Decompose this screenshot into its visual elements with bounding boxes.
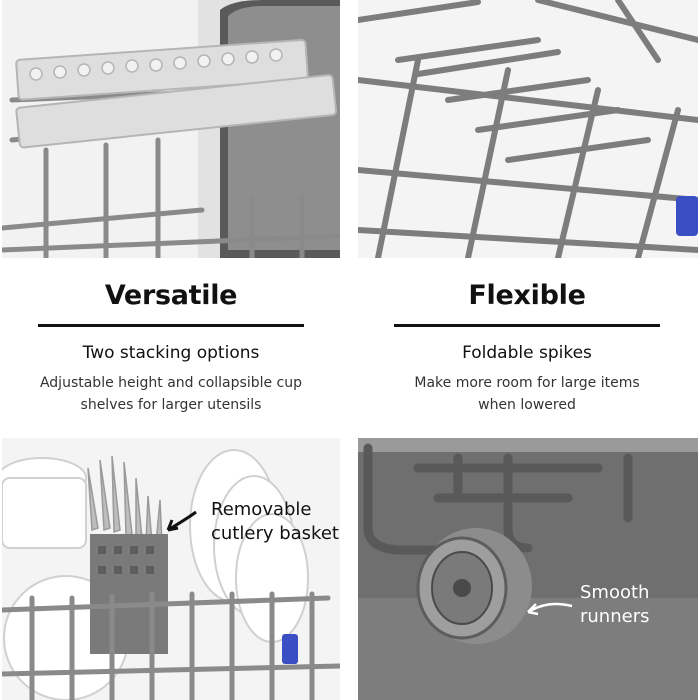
feature-versatile: Versatile Two stacking options Adjustabl… [6,270,336,416]
runner-wheel [416,528,532,644]
feature-flexible: Flexible Foldable spikes Make more room … [362,270,692,416]
spikes-illustration [358,0,698,258]
feature-subheading: Two stacking options [82,343,260,363]
callout-line: cutlery basket [211,523,339,544]
feature-description: Make more room for large items when lowe… [362,372,692,416]
callout-cutlery-basket: Removable cutlery basket [211,498,339,546]
photo-runner-wheel [358,438,698,700]
photo-cup-shelf [2,0,340,258]
heading-divider [38,324,304,327]
callout-line: Smooth [580,582,650,603]
callout-line: Removable [211,499,312,520]
feature-description: Adjustable height and collapsible cup sh… [6,372,336,416]
cutlery-basket-illustration [2,438,340,700]
description-line: when lowered [478,396,576,413]
feature-heading: Flexible [468,280,586,311]
feature-subheading: Foldable spikes [462,343,592,363]
callout-line: runners [580,606,650,627]
runner-wheel-illustration [358,438,698,700]
photo-cutlery-basket [2,438,340,700]
callout-smooth-runners: Smooth runners [580,581,649,629]
description-line: Adjustable height and collapsible cup [39,374,303,391]
heading-divider [394,324,660,327]
feature-heading: Versatile [104,280,238,311]
photo-foldable-spikes [358,0,698,258]
description-line: shelves for larger utensils [80,396,262,413]
cup-shelf-illustration [2,0,340,258]
description-line: Make more room for large items [414,374,640,391]
